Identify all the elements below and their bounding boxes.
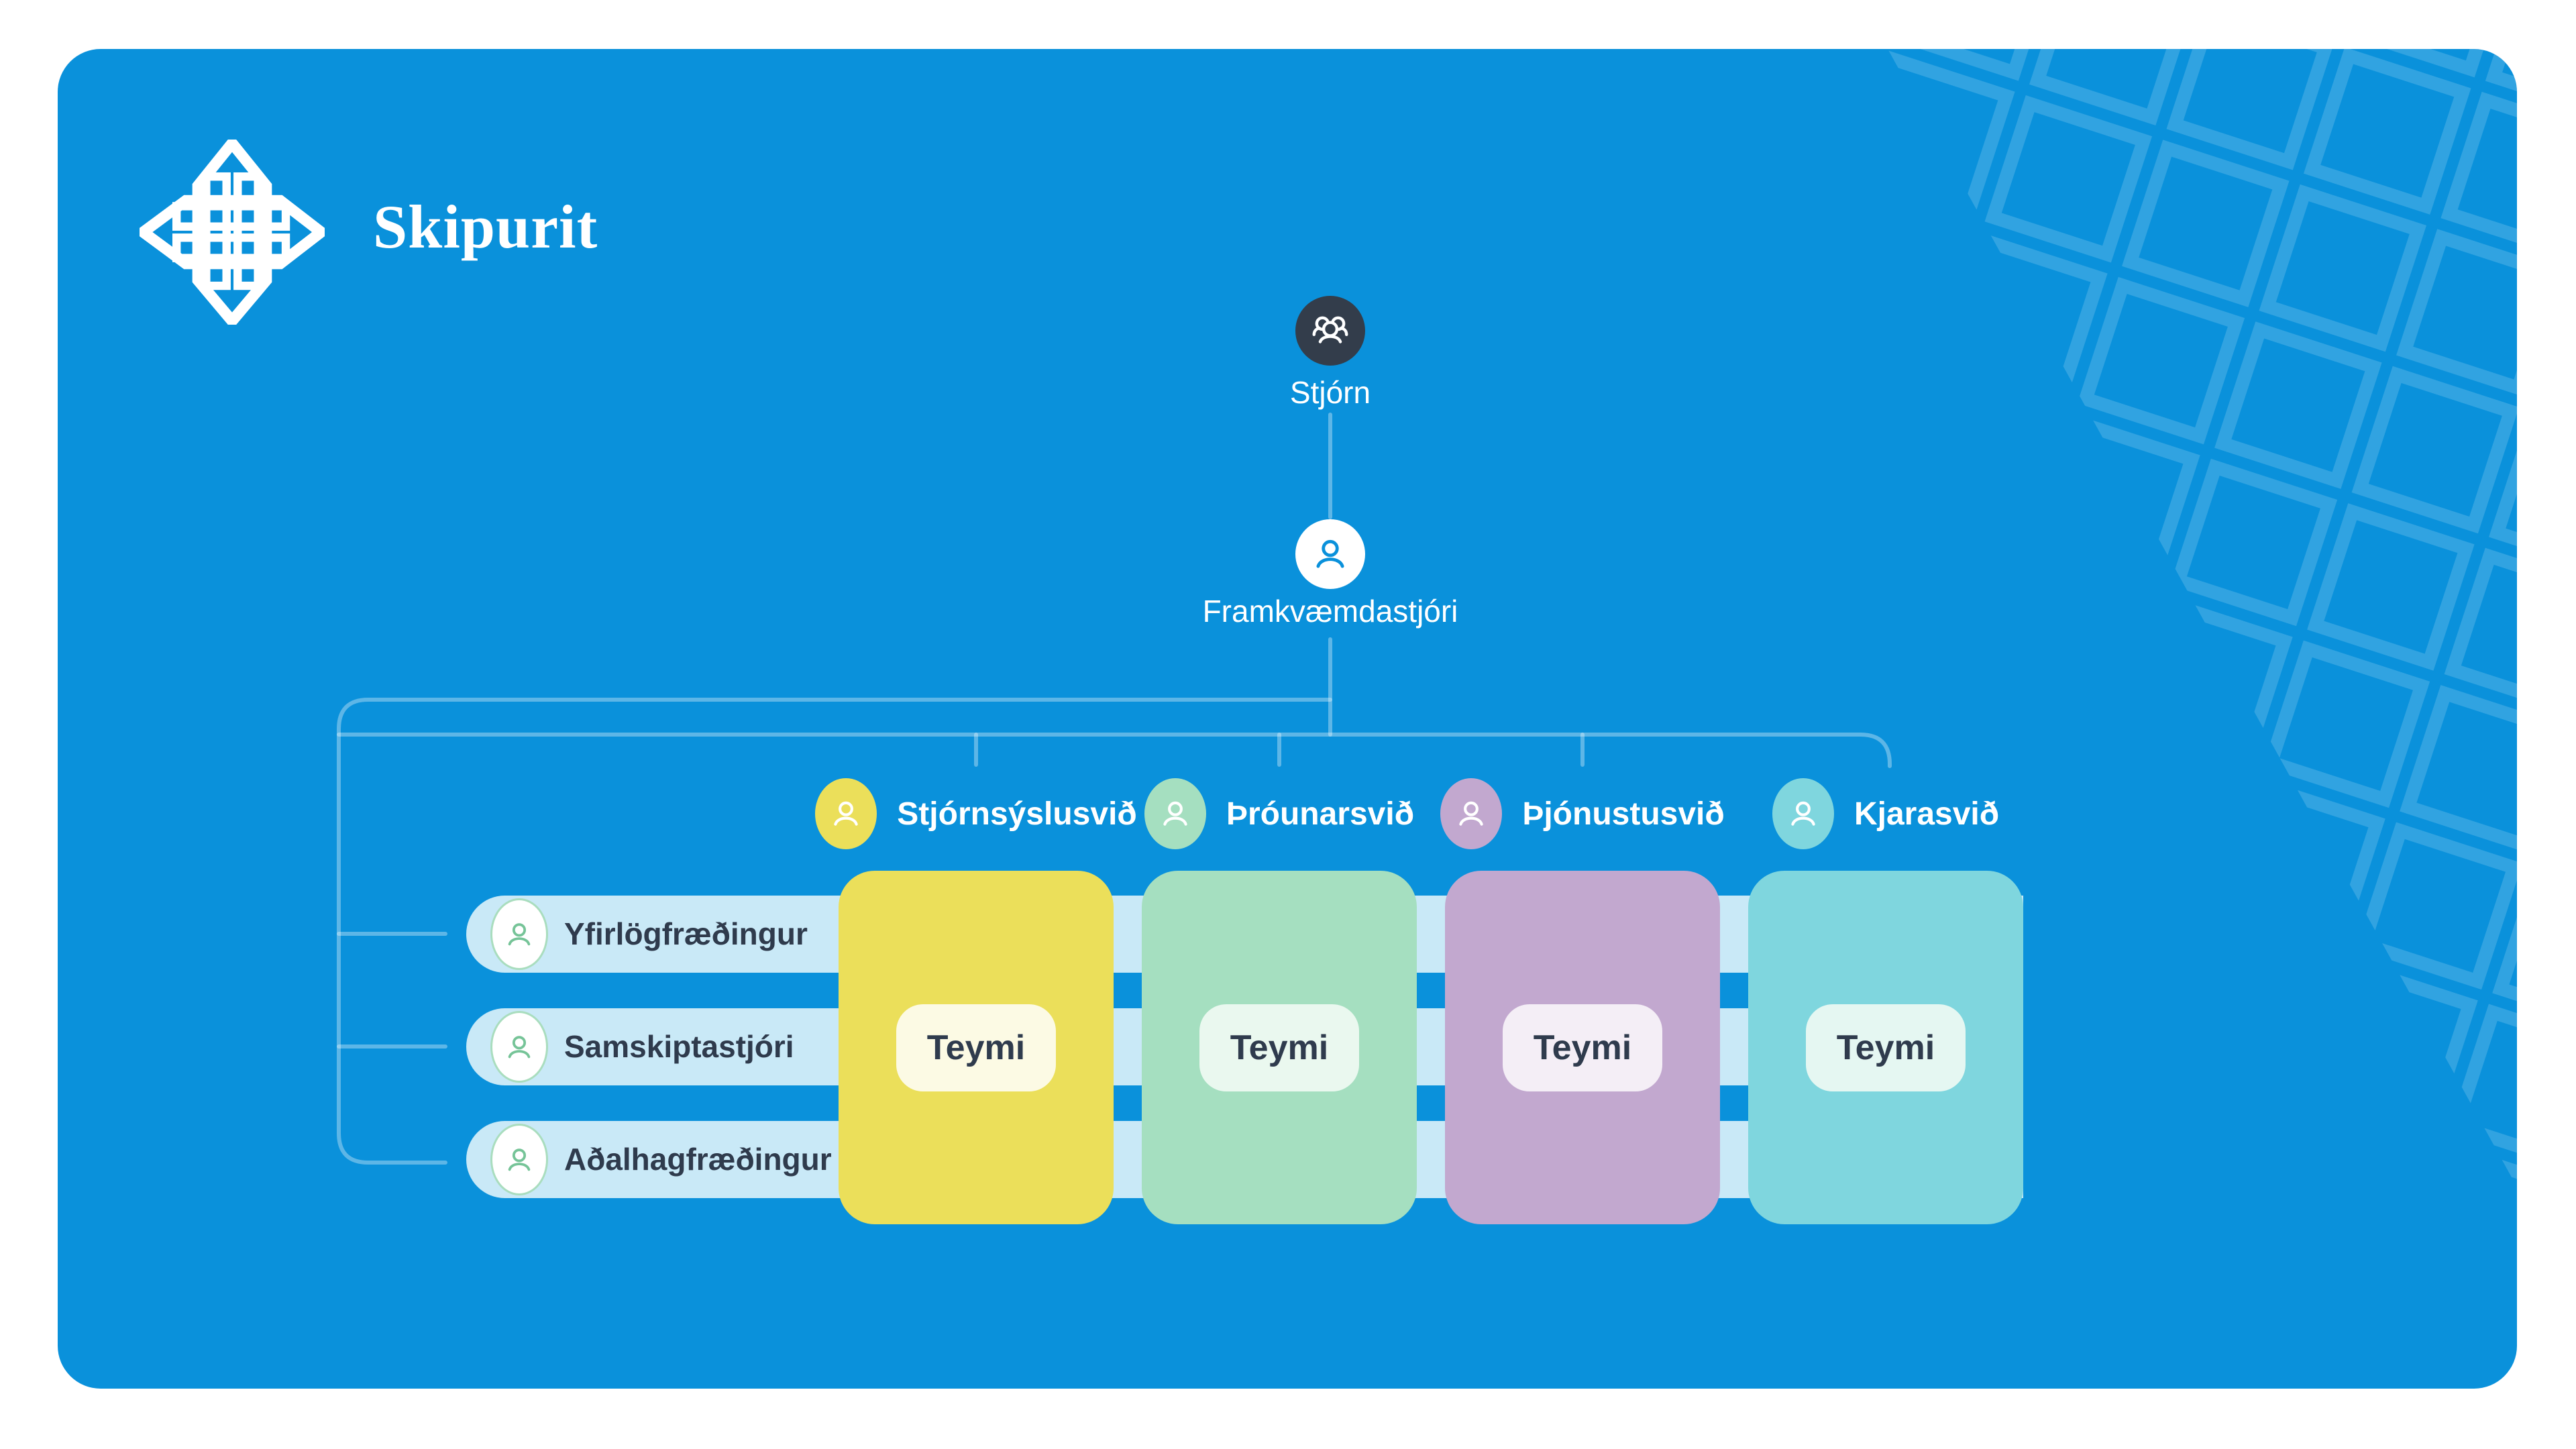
person-icon bbox=[1791, 801, 1815, 826]
department-label: Þróunarsvið bbox=[1226, 796, 1415, 832]
group-icon bbox=[1312, 316, 1348, 343]
avatar bbox=[1772, 778, 1834, 849]
person-icon bbox=[1316, 539, 1344, 568]
avatar bbox=[490, 898, 548, 970]
person-icon bbox=[834, 801, 858, 826]
department-column: Kjarasvið Teymi bbox=[1748, 777, 2023, 1224]
team-button[interactable]: Teymi bbox=[896, 1004, 1056, 1091]
team-button[interactable]: Teymi bbox=[1199, 1004, 1359, 1091]
avatar bbox=[490, 1124, 548, 1195]
ceo-node bbox=[1295, 519, 1365, 589]
board-node bbox=[1295, 296, 1365, 366]
role-label: Yfirlögfræðingur bbox=[564, 916, 808, 951]
page-title: Skipurit bbox=[373, 193, 598, 261]
department-label: Þjónustusvið bbox=[1522, 796, 1725, 832]
avatar bbox=[1440, 778, 1503, 849]
person-icon bbox=[1459, 801, 1484, 826]
person-icon bbox=[508, 1035, 531, 1058]
department-header: Stjórnsýslusvið bbox=[815, 777, 1137, 851]
person-icon bbox=[508, 922, 531, 945]
role-label: Aðalhagfræðingur bbox=[564, 1142, 832, 1177]
department-column: Stjórnsýslusvið Teymi bbox=[815, 777, 1137, 1224]
department-card: Teymi bbox=[839, 871, 1114, 1224]
role-label: Samskiptastjóri bbox=[564, 1029, 794, 1064]
department-header: Þróunarsvið bbox=[1142, 777, 1417, 851]
person-icon bbox=[508, 1148, 531, 1171]
department-column: Þróunarsvið Teymi bbox=[1142, 777, 1417, 1224]
person-icon bbox=[1163, 801, 1187, 826]
avatar bbox=[1144, 778, 1206, 849]
department-card: Teymi bbox=[1142, 871, 1417, 1224]
department-card: Teymi bbox=[1748, 871, 2023, 1224]
avatar bbox=[490, 1011, 548, 1083]
team-button[interactable]: Teymi bbox=[1806, 1004, 1966, 1091]
board-label: Stjórn bbox=[1289, 375, 1371, 410]
knot-logo-icon bbox=[140, 140, 325, 325]
department-header: Kjarasvið bbox=[1748, 777, 2023, 851]
ceo-label: Framkvæmdastjóri bbox=[1202, 594, 1458, 629]
department-label: Stjórnsýslusvið bbox=[897, 796, 1137, 832]
avatar bbox=[815, 778, 877, 849]
department-card: Teymi bbox=[1445, 871, 1720, 1224]
department-column: Þjónustusvið Teymi bbox=[1440, 777, 1725, 1224]
department-header: Þjónustusvið bbox=[1440, 777, 1725, 851]
team-button[interactable]: Teymi bbox=[1503, 1004, 1662, 1091]
department-label: Kjarasvið bbox=[1854, 796, 2000, 832]
